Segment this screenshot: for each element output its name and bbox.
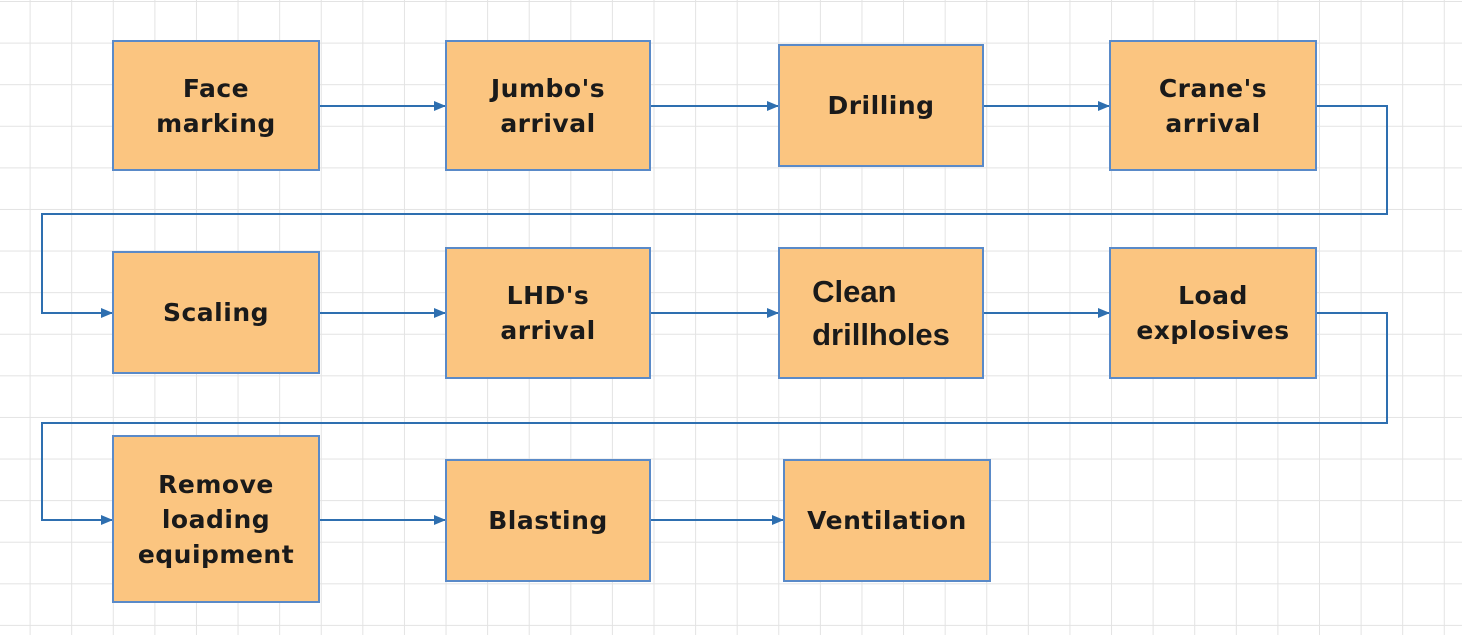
step-face-marking: Face marking: [112, 40, 320, 171]
step-label: Blasting: [488, 503, 608, 538]
step-drilling: Drilling: [778, 44, 984, 167]
step-label-line: explosives: [1136, 316, 1290, 345]
step-label-line: arrival: [500, 108, 596, 138]
step-label-line: Load: [1178, 281, 1248, 310]
step-label: Remove loading equipment: [138, 467, 294, 572]
step-label: Load explosives: [1136, 278, 1289, 348]
step-label-line: Scaling: [162, 298, 270, 327]
step-scaling: Scaling: [112, 251, 320, 374]
step-label-line: marking: [156, 108, 276, 138]
step-clean-drillholes: Clean drillholes: [778, 247, 984, 379]
step-blasting: Blasting: [445, 459, 651, 582]
step-label-line: drillholes: [812, 317, 950, 352]
step-load-explosives: Load explosives: [1109, 247, 1317, 379]
step-label-line: loading: [161, 504, 271, 534]
step-lhds-arrival: LHD's arrival: [445, 247, 651, 379]
step-label: Drilling: [827, 88, 934, 123]
step-label: LHD's arrival: [500, 278, 595, 348]
step-label-line: Clean: [812, 274, 897, 309]
step-remove-loading-equipment: Remove loading equipment: [112, 435, 320, 603]
step-label-line: Crane's: [1158, 73, 1268, 103]
connector-arrow-cranes-arrival-to-scaling: [41, 105, 1388, 318]
step-label-line: Drilling: [827, 91, 935, 120]
step-label-line: Face: [182, 73, 250, 103]
step-label-line: Ventilation: [807, 506, 967, 535]
step-label-line: equipment: [137, 539, 295, 569]
step-label-line: LHD's: [506, 281, 590, 310]
step-cranes-arrival: Crane's arrival: [1109, 40, 1317, 171]
step-label: Clean drillholes: [812, 270, 950, 356]
step-label-line: Blasting: [488, 506, 608, 535]
step-label-line: Remove: [158, 469, 274, 499]
step-label: Ventilation: [807, 503, 967, 538]
connector-arrow-load-explosives-to-remove-loading-equipment: [41, 312, 1388, 525]
step-label-line: arrival: [500, 316, 596, 345]
step-label-line: Jumbo's: [490, 73, 606, 103]
step-label: Jumbo's arrival: [491, 71, 605, 141]
step-label: Face marking: [156, 71, 276, 141]
step-ventilation: Ventilation: [783, 459, 991, 582]
step-label: Crane's arrival: [1159, 71, 1267, 141]
step-label: Scaling: [163, 295, 269, 330]
step-jumbos-arrival: Jumbo's arrival: [445, 40, 651, 171]
step-label-line: arrival: [1165, 108, 1261, 138]
